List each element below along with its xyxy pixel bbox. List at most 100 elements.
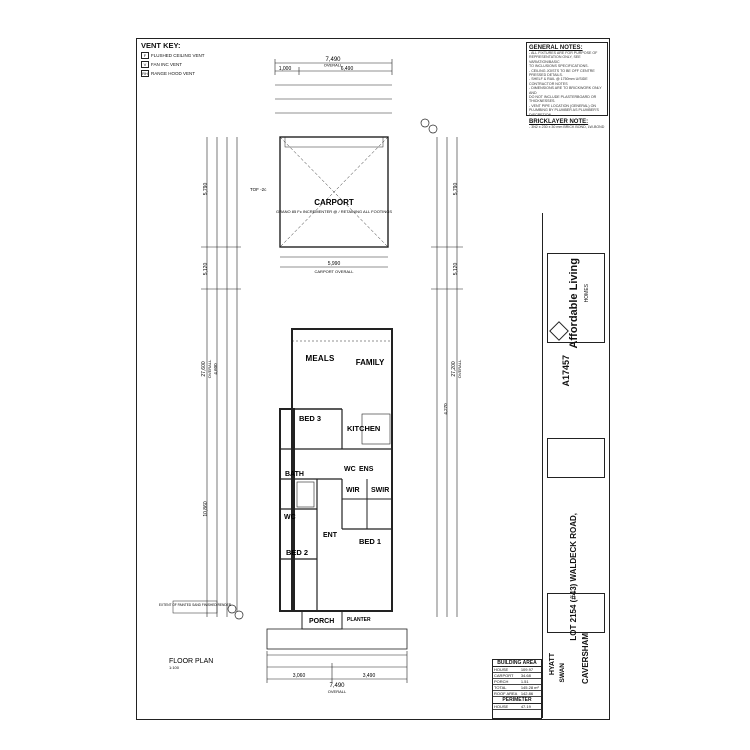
floor-plan-drawing: 7,490 OVERALL 1,000 6,490 CARPORT GRANO …: [159, 57, 463, 694]
bottom-dimension-lines: [266, 651, 408, 683]
area-value: 142.86: [519, 690, 541, 697]
dim-carport-width-label: CARPORT OVERALL: [315, 269, 355, 274]
room-porch: PORCH: [309, 618, 334, 625]
room-meals: MEALS: [306, 354, 335, 363]
room-wc-2: WC: [284, 514, 296, 521]
floor-plan-scale: 1:100: [169, 665, 180, 670]
dim-overall-bottom: 7,490: [329, 683, 345, 689]
vent-symbol: RH: [141, 70, 149, 77]
note-line: THICKNESSES.: [529, 99, 556, 104]
left-dimension-lines: [201, 137, 241, 617]
legend-extent: EXTENT OF PAINTED SAND FINISHED RENDER: [159, 603, 232, 607]
note-line: DO NOT INCLUDE PLASTERBOARD OR: [529, 95, 597, 100]
project-address: LOT 2154 (#43) WALDECK ROAD,: [569, 513, 578, 641]
bricklayer-note-line: - 3N2 x 230 x 30 mm BRICK BOND, LW-BOND: [529, 125, 605, 130]
note-line: DISCRETION.: [529, 112, 553, 117]
house-walls: [266, 328, 408, 650]
vent-key-row: V FAN INC VENT: [141, 61, 221, 68]
vent-label: FAN INC VENT: [151, 61, 183, 67]
area-value: 109.97: [519, 666, 541, 673]
area-value: 145.28 m²: [519, 684, 541, 691]
bricklayer-note-title: BRICKLAYER NOTE:: [529, 119, 589, 126]
dim-right-mid: 5,120: [453, 263, 459, 276]
perimeter-title: PERIMETER: [493, 696, 541, 704]
dim-left-total-label: OVERALL: [207, 359, 212, 378]
project-client: HYATT: [549, 653, 556, 676]
dim-overall-top-label: OVERALL: [324, 63, 343, 68]
note-line: CONTRACTOR NOTES: [529, 81, 568, 86]
room-ent: ENT: [323, 532, 338, 539]
vent-key-title: VENT KEY:: [141, 41, 181, 50]
room-bed1: BED 1: [359, 537, 381, 546]
room-bed2: BED 2: [286, 548, 308, 557]
project-model: SWAN: [559, 663, 566, 683]
carport-width-dimension: [280, 256, 388, 268]
dim-right-total: 27,200: [451, 361, 457, 377]
perimeter-label: HOUSE: [493, 703, 520, 710]
drawing-sheet: VENT KEY: F FLUSHED CEILING VENT V FAN I…: [136, 38, 610, 720]
area-label: HOUSE: [493, 666, 520, 673]
dim-left-total: 27,600: [201, 361, 207, 377]
room-swir: SWIR: [371, 487, 389, 494]
note-line: TO INCLUSIONS SPECIFICATIONS.: [529, 64, 589, 69]
revision-table: [547, 593, 605, 633]
vent-symbol: V: [141, 61, 149, 68]
room-bed3: BED 3: [299, 414, 321, 423]
brand-sub: HOMES: [584, 284, 590, 303]
dim-overall-bottom-label: OVERALL: [328, 689, 347, 694]
project-suburb: CAVERSHAM: [581, 633, 590, 684]
room-carport: CARPORT: [314, 198, 354, 207]
floor-plan-title: FLOOR PLAN: [169, 658, 213, 665]
dim-house-depth: 10,860: [203, 501, 209, 517]
legend-box: [172, 600, 218, 614]
dim-right-total-label: OVERALL: [457, 359, 462, 378]
room-ens: ENS: [359, 466, 374, 473]
job-number: A17457: [561, 355, 571, 387]
vent-key: VENT KEY: F FLUSHED CEILING VENT V FAN I…: [141, 41, 221, 77]
dim-carport-width: 5,990: [328, 261, 341, 267]
dim-carport-depth-right: 5,790: [453, 183, 459, 196]
dim-top-right: 6,490: [341, 66, 354, 72]
note-line: - CEILING JOISTS TO BE OFF CENTRE: [529, 68, 595, 73]
building-area-title: BUILDING AREA: [493, 660, 541, 667]
dim-left-mid: 5,120: [203, 263, 209, 276]
room-kitchen: KITCHEN: [347, 424, 380, 433]
room-planter: PLANTER: [347, 617, 371, 623]
brand-name: Affordable Living: [568, 258, 580, 349]
note-line: - SHELF & RAIL @ 1750mm U/SIDE: [529, 77, 588, 82]
dim-overall-top: 7,490: [325, 57, 341, 63]
room-wc: WC: [344, 466, 356, 473]
area-value: 1.51: [519, 678, 541, 685]
vent-label: RANGE HOOD VENT: [151, 70, 196, 76]
note-line: - VENT PIPE LOCATION (GENERAL) ON: [529, 103, 596, 108]
note-line: - ALL FIXTURES ARE FOR PURPOSE OF: [529, 51, 598, 55]
top-dimension-lines: [274, 59, 393, 114]
dim-bottom-right: 3,490: [363, 673, 376, 679]
right-dimension-lines: [431, 137, 463, 617]
vent-key-row: RH RANGE HOOD VENT: [141, 70, 221, 77]
carport-outline: [279, 136, 389, 248]
area-label: CARPORT: [493, 672, 520, 679]
note-line: REPRESENTATION ONLY, SEE VARIATION/BASIC: [529, 55, 581, 64]
brand-block: Affordable Living HOMES: [547, 253, 605, 348]
perimeter-value: 47.19: [519, 703, 541, 710]
section-markers: [227, 118, 438, 620]
vent-label: FLUSHED CEILING VENT: [151, 52, 205, 58]
tof-note: TOF -2c: [250, 187, 267, 192]
area-label: TOTAL: [493, 684, 520, 691]
room-bath: BATH: [285, 471, 304, 478]
vent-symbol: F: [141, 52, 149, 59]
note-line: - DIMENSIONS ARE TO BRICKWORK ONLY AND: [529, 86, 602, 95]
dim-4600: 4,600: [213, 363, 218, 375]
general-notes-title: GENERAL NOTES:: [529, 45, 583, 51]
carport-notes: GRANO 85 Fc INCREMENTER @ / RETAINING AL…: [276, 209, 392, 214]
dim-4270: 4,270: [443, 403, 448, 415]
area-value: 34.68: [519, 672, 541, 679]
dim-bottom-left: 3,060: [293, 673, 306, 679]
